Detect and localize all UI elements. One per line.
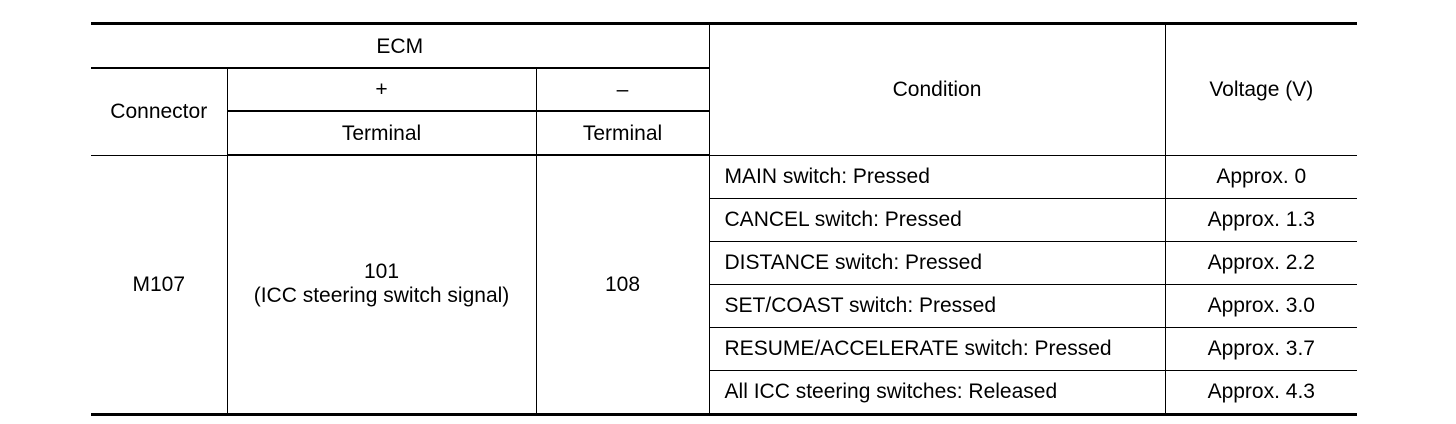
voltage-cell: Approx. 4.3 — [1164, 369, 1358, 415]
condition-header: Condition — [708, 23, 1166, 156]
voltage-cell: Approx. 3.0 — [1164, 283, 1358, 328]
header-row-2: Connector + – — [91, 67, 1357, 156]
ecm-voltage-table: ECM Condition Voltage (V) Connector + – … — [91, 22, 1358, 416]
ecm-header: ECM — [91, 23, 710, 69]
header-row-3: Terminal Terminal — [91, 110, 1357, 156]
condition-cell: MAIN switch: Pressed — [708, 154, 1166, 199]
plus-header: + — [226, 67, 537, 112]
voltage-cell: Approx. 2.2 — [1164, 240, 1358, 285]
table-row: All ICC steering switches: Released Appr… — [91, 369, 1358, 415]
condition-cell: SET/COAST switch: Pressed — [709, 283, 1166, 328]
terminal-plus-header: Terminal — [227, 110, 537, 156]
voltage-cell: Approx. 3.7 — [1164, 326, 1358, 371]
minus-terminal-cell: 108 — [535, 154, 710, 415]
plus-terminal-cell: 101 (ICC steering switch signal) — [226, 154, 537, 415]
table-body: M107 101 (ICC steering switch signal) 10… — [91, 154, 1358, 415]
table-row: SET/COAST switch: Pressed Approx. 3.0 — [91, 283, 1358, 328]
connector-cell: M107 — [91, 154, 228, 415]
voltage-header: Voltage (V) — [1164, 23, 1358, 156]
condition-cell: CANCEL switch: Pressed — [709, 197, 1166, 242]
table-row: RESUME/ACCELERATE switch: Pressed Approx… — [91, 326, 1358, 371]
voltage-cell: Approx. 0 — [1164, 154, 1358, 199]
table-row: CANCEL switch: Pressed Approx. 1.3 — [91, 197, 1358, 242]
table-row: M107 101 (ICC steering switch signal) 10… — [91, 154, 1358, 415]
voltage-cell: Approx. 1.3 — [1164, 197, 1358, 242]
condition-cell: All ICC steering switches: Released — [709, 369, 1166, 415]
terminal-minus-header: Terminal — [535, 110, 710, 156]
condition-cell: RESUME/ACCELERATE switch: Pressed — [709, 326, 1166, 371]
connector-header: Connector — [91, 67, 228, 156]
condition-cell: DISTANCE switch: Pressed — [709, 240, 1166, 285]
minus-header: – — [535, 67, 710, 112]
plus-terminal-number: 101 — [363, 260, 400, 284]
table-header: ECM Condition Voltage (V) Connector + – … — [91, 23, 1358, 156]
plus-terminal-signal: (ICC steering switch signal) — [253, 284, 510, 308]
header-row-1: ECM Condition Voltage (V) — [91, 23, 1358, 156]
